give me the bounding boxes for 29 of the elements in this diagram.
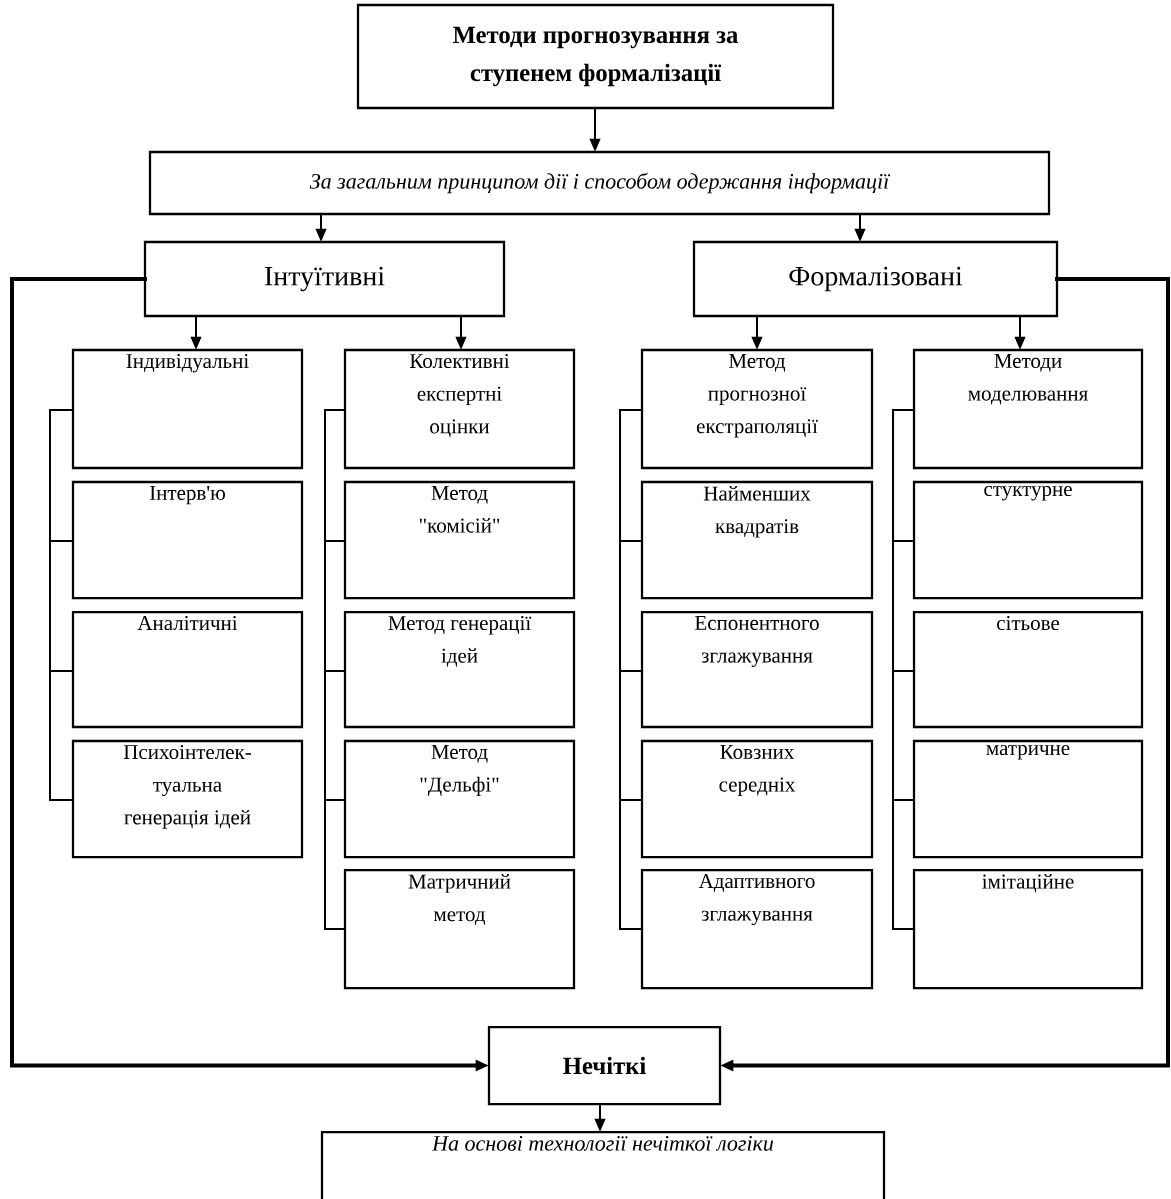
category-box: Найменших квадратів: [640, 480, 874, 600]
category-box: Метод "комісій": [343, 480, 576, 600]
bracket-line: [49, 409, 74, 801]
category-box: Інтуїтивні: [143, 240, 506, 318]
category-box: матричне: [912, 739, 1144, 859]
category-box: Колективні експертні оцінки: [343, 348, 576, 470]
category-box: Матричний метод: [343, 868, 576, 990]
category-box: Нечіткі: [487, 1025, 722, 1106]
category-box: Психоінтелек-туальна генерація ідей: [71, 739, 304, 859]
category-box: Еспонентного зглажування: [640, 610, 874, 729]
category-box: Метод генерації ідей: [343, 610, 576, 729]
category-box: Метод "Дельфі": [343, 739, 576, 859]
category-box: Адаптивного зглажування: [640, 868, 874, 990]
bracket-line: [324, 409, 346, 930]
category-box: За загальним принципом дії і способом одержання інформації: [148, 150, 1051, 216]
category-box: Ковзних середніх: [640, 739, 874, 859]
bracket-line: [892, 409, 915, 930]
bracket-line: [619, 409, 643, 930]
category-box: Інтерв'ю: [71, 480, 304, 600]
category-box: сітьове: [912, 610, 1144, 729]
category-box: Формалізовані: [692, 240, 1059, 318]
category-box: Методи прогнозування за ступенем формалізації: [356, 3, 835, 110]
category-box: імітаційне: [912, 868, 1144, 990]
category-box: На основі технології нечіткої логіки: [320, 1130, 886, 1199]
category-box: Метод прогнозної екстраполяції: [640, 348, 874, 470]
category-box: стуктурне: [912, 480, 1144, 600]
category-box: Аналітичні: [71, 610, 304, 729]
category-box: Методи моделювання: [912, 348, 1144, 470]
category-box: Індивідуальні: [71, 348, 304, 470]
